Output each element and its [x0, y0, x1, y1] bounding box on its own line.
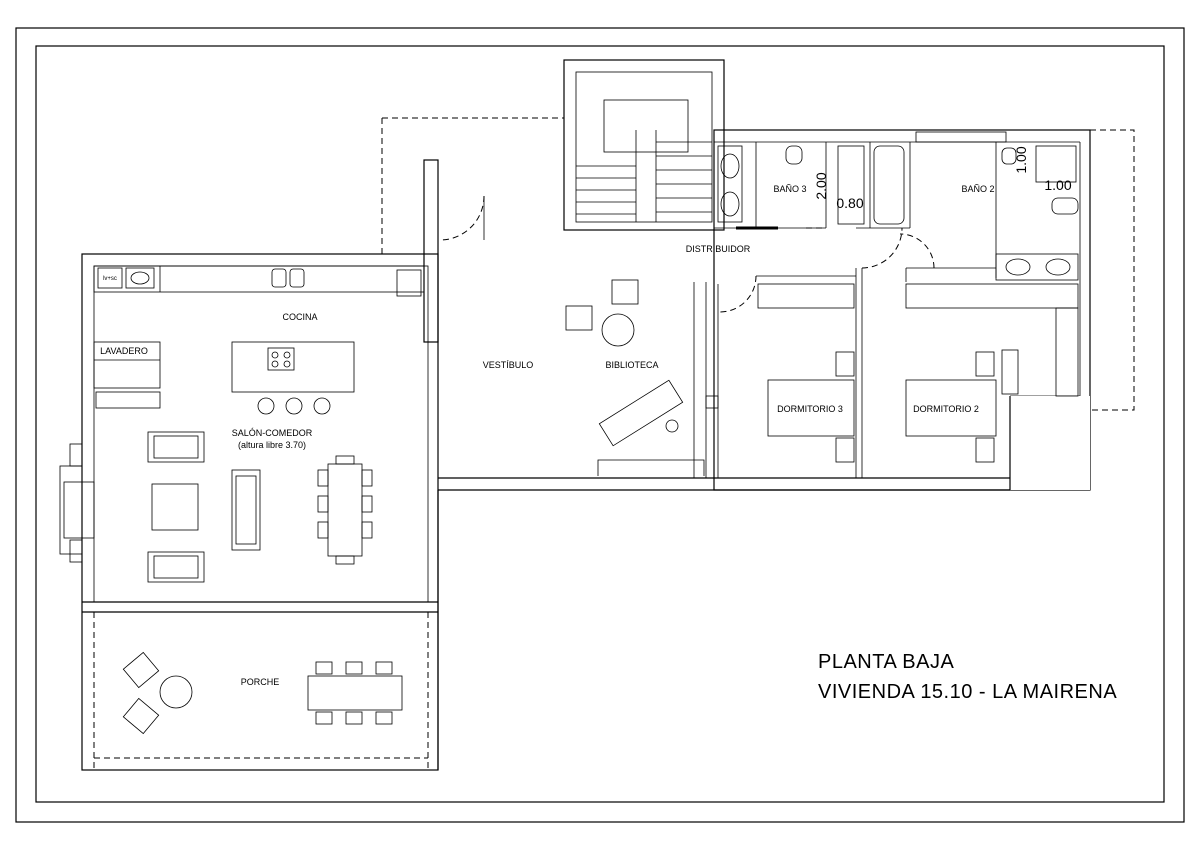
plan-title: PLANTA BAJA	[818, 651, 954, 673]
label-vestibulo: VESTÍBULO	[483, 360, 534, 370]
label-salon: SALÓN-COMEDOR	[232, 428, 313, 438]
east-wing-walls	[713, 129, 1135, 491]
label-biblioteca: BIBLIOTECA	[605, 360, 658, 370]
label-lavadero: LAVADERO	[100, 346, 148, 356]
label-cocina: COCINA	[282, 312, 317, 322]
label-bano2: BAÑO 2	[961, 184, 994, 194]
dim-080: 0.80	[836, 195, 863, 211]
dim-200: 2.00	[813, 172, 829, 199]
dim-100-horizontal: 1.00	[1044, 177, 1071, 193]
plan-subtitle: VIVIENDA 15.10 - LA MAIRENA	[818, 681, 1117, 703]
label-salon-note: (altura libre 3.70)	[238, 440, 306, 450]
label-dormitorio3: DORMITORIO 3	[777, 404, 843, 414]
label-porche: PORCHE	[241, 677, 280, 687]
label-distribuidor: DISTRIBUIDOR	[686, 244, 751, 254]
label-dormitorio2: DORMITORIO 2	[913, 404, 979, 414]
dim-100-vertical: 1.00	[1013, 146, 1029, 173]
west-wing-walls	[59, 253, 439, 771]
inner-frame	[35, 45, 1165, 803]
outer-frame	[15, 27, 1185, 823]
label-appliance: lv+sc	[103, 276, 117, 282]
label-bano3: BAÑO 3	[773, 184, 806, 194]
